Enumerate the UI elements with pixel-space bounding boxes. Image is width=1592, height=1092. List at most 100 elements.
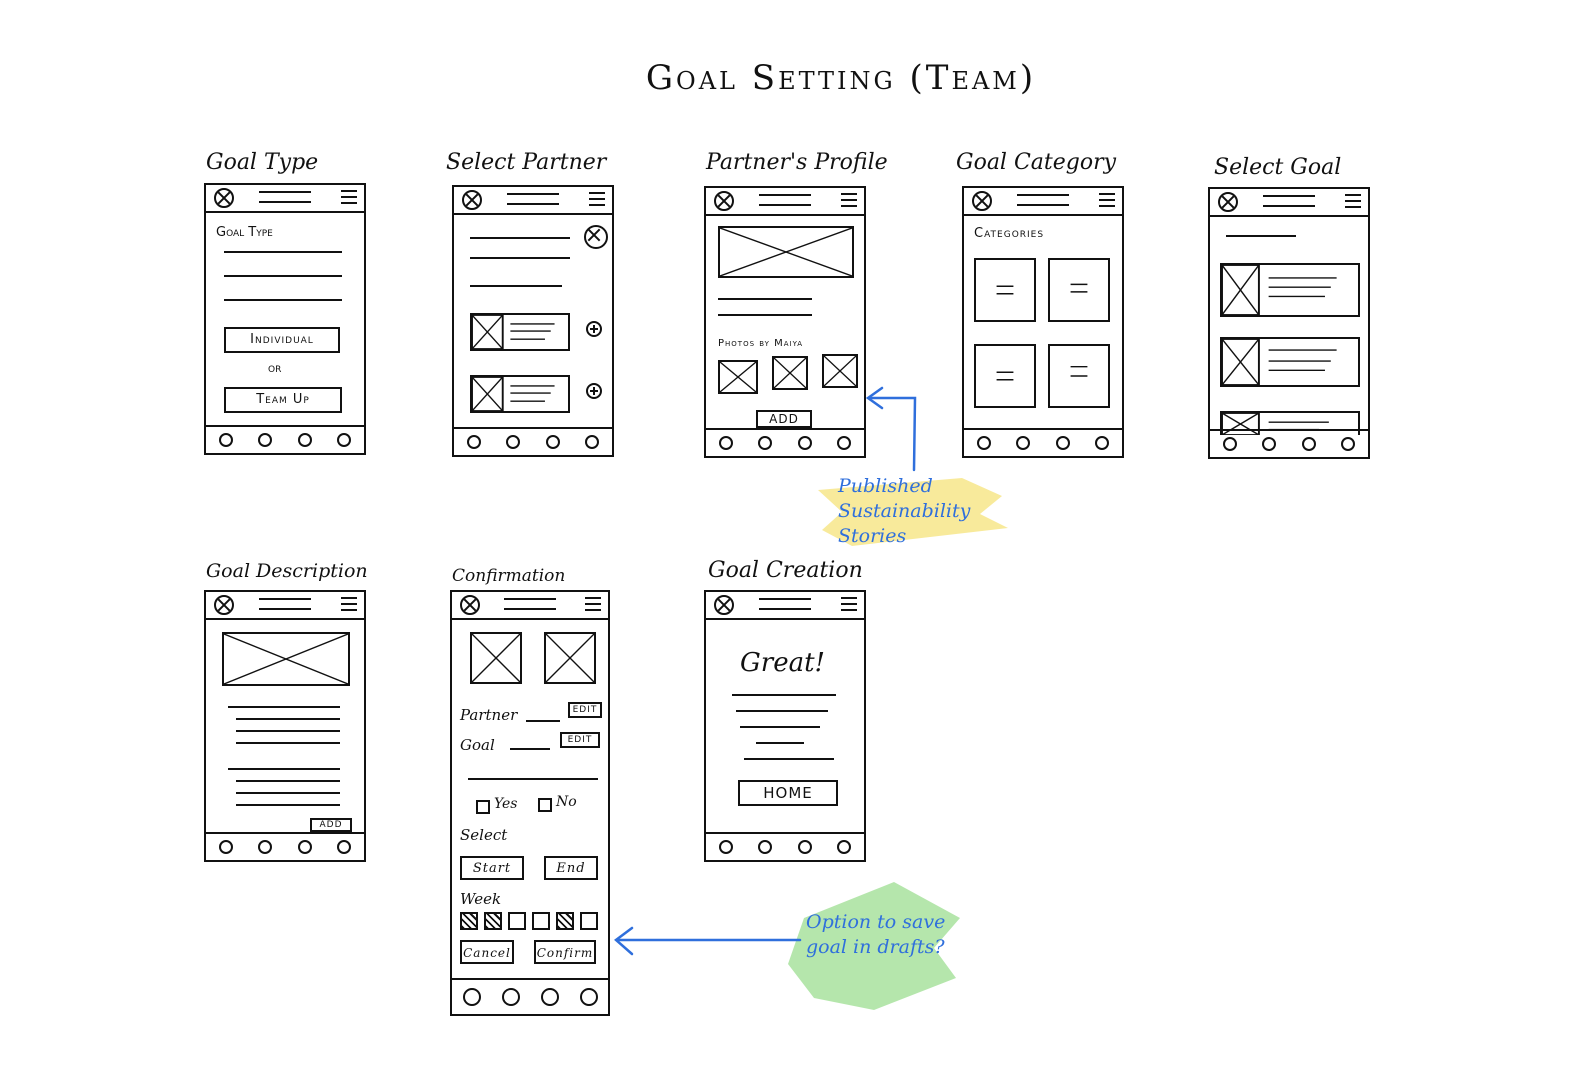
goal-card[interactable] [1220,263,1360,317]
nav-dot-icon[interactable] [1341,437,1356,451]
close-icon[interactable] [1218,192,1238,212]
close-icon[interactable] [214,188,234,208]
yellow-highlight [818,478,1008,546]
goal-label: Goal [460,736,495,754]
text-line [718,298,812,300]
nav-dot-icon[interactable] [466,435,481,449]
nav-dot-icon[interactable] [462,988,481,1006]
text-line [228,706,340,708]
close-icon[interactable] [714,191,734,211]
nav-dot-icon[interactable] [718,840,733,854]
partner-card[interactable] [470,313,570,351]
yes-label: Yes [494,796,518,812]
text-line [510,748,550,750]
nav-dot-icon[interactable] [797,840,812,854]
goal-card[interactable] [1220,337,1360,387]
nav-dot-icon[interactable] [297,433,312,447]
partner-card[interactable] [470,375,570,413]
menu-icon[interactable] [841,597,857,611]
week-day-checkbox[interactable] [580,912,598,930]
nav-dot-icon[interactable] [545,435,560,449]
image-placeholder-icon[interactable] [822,354,858,388]
nav-dot-icon[interactable] [540,988,559,1006]
menu-icon[interactable] [341,190,357,204]
menu-icon[interactable] [585,597,601,611]
week-day-checkbox[interactable] [508,912,526,930]
nav-dot-icon[interactable] [297,840,312,854]
nav-dot-icon[interactable] [1016,436,1031,450]
edit-partner-button[interactable]: EDIT [568,702,602,718]
image-placeholder-icon[interactable] [718,360,758,394]
nav-dot-icon[interactable] [837,840,852,854]
nav-dot-icon[interactable] [258,433,273,447]
text-line [468,778,598,780]
nav-dot-icon[interactable] [218,433,233,447]
menu-icon[interactable] [589,192,605,206]
nav-dot-icon[interactable] [1262,437,1277,451]
menu-icon[interactable] [1345,194,1361,208]
nav-dot-icon[interactable] [218,840,233,854]
nav-dot-icon[interactable] [1055,436,1070,450]
text-line [756,742,804,744]
nav-dot-icon[interactable] [1222,437,1237,451]
nav-dot-icon[interactable] [579,988,598,1006]
category-tile[interactable] [974,258,1036,322]
text-line [228,768,340,770]
close-icon[interactable] [972,191,992,211]
add-button[interactable]: ADD [310,818,352,832]
yes-checkbox[interactable] [476,800,490,814]
nav-dot-icon[interactable] [758,840,773,854]
nav-dot-icon[interactable] [1095,436,1110,450]
confirm-button[interactable]: Confirm [534,940,596,964]
week-day-checkbox[interactable] [532,912,550,930]
goal-card[interactable] [1220,411,1360,435]
nav-dot-icon[interactable] [976,436,991,450]
cancel-button[interactable]: Cancel [460,940,514,964]
home-button[interactable]: HOME [738,780,838,806]
top-bar [206,592,364,620]
close-icon[interactable] [584,225,608,249]
page-title: Goal Setting (Team) [645,58,1037,98]
nav-dot-icon[interactable] [1301,437,1316,451]
close-icon[interactable] [462,190,482,210]
nav-dot-icon[interactable] [258,840,273,854]
screen-label-goal-type: Goal Type [206,150,319,175]
individual-button[interactable]: Individual [224,327,340,353]
nav-dot-icon[interactable] [506,435,521,449]
add-button[interactable]: ADD [756,410,812,428]
close-icon[interactable] [214,595,234,615]
add-partner-plus-icon[interactable] [586,321,602,337]
nav-dot-icon[interactable] [718,436,733,450]
week-day-checkbox[interactable] [556,912,574,930]
menu-icon[interactable] [841,193,857,207]
nav-dot-icon[interactable] [337,840,352,854]
nav-dot-icon[interactable] [797,436,812,450]
screen-goal-type: Goal Type Individual or Team Up [204,183,366,455]
text-line [1226,235,1296,237]
add-partner-plus-icon[interactable] [586,383,602,399]
menu-icon[interactable] [1099,193,1115,207]
screen-label-select-goal: Select Goal [1214,155,1342,180]
menu-icon[interactable] [341,597,357,611]
start-date-button[interactable]: Start [460,856,524,880]
bottom-nav [706,428,864,456]
week-day-checkbox[interactable] [484,912,502,930]
category-tile[interactable] [1048,344,1110,408]
close-icon[interactable] [714,595,734,615]
nav-dot-icon[interactable] [837,436,852,450]
nav-dot-icon[interactable] [501,988,520,1006]
bottom-nav [964,428,1122,456]
no-checkbox[interactable] [538,798,552,812]
nav-dot-icon[interactable] [585,435,600,449]
team-up-button[interactable]: Team Up [224,387,342,413]
end-date-button[interactable]: End [544,856,598,880]
close-icon[interactable] [460,595,480,615]
image-placeholder-icon[interactable] [772,356,808,390]
week-day-checkbox[interactable] [460,912,478,930]
edit-goal-button[interactable]: EDIT [560,732,600,748]
nav-dot-icon[interactable] [337,433,352,447]
nav-dot-icon[interactable] [758,436,773,450]
category-tile[interactable] [974,344,1036,408]
bottom-nav [206,832,364,860]
category-tile[interactable] [1048,258,1110,322]
